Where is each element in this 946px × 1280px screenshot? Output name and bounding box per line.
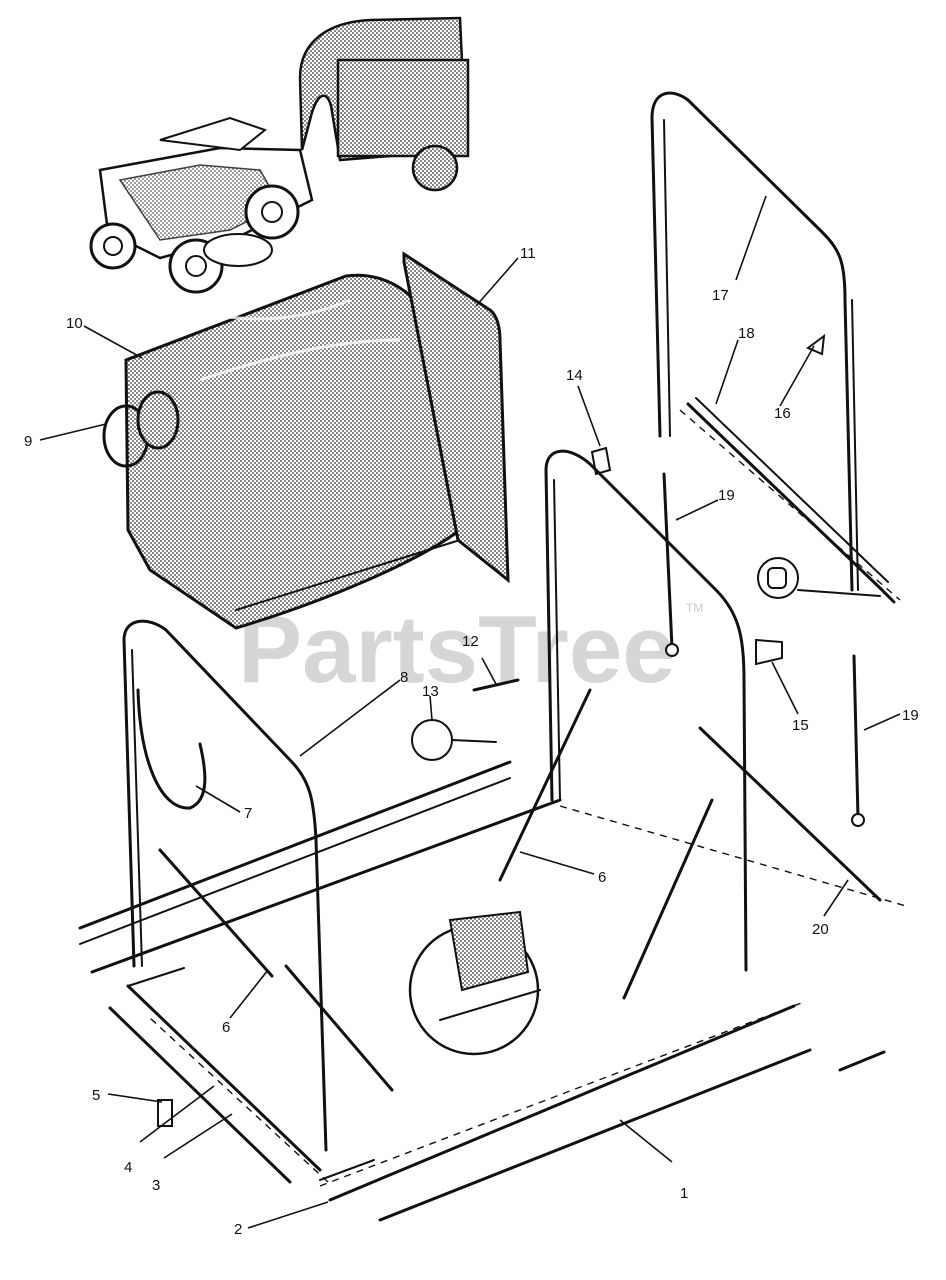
knob-13 <box>411 719 497 761</box>
front-rail <box>319 1004 886 1222</box>
bracket-14 <box>590 446 612 476</box>
callout-3: 3 <box>152 1177 160 1194</box>
callout-18: 18 <box>738 325 755 342</box>
callout-7: 7 <box>244 805 252 822</box>
side-rail-left <box>78 760 562 974</box>
bag-frame <box>402 251 510 584</box>
leader-lines <box>39 195 901 1229</box>
bolt-12 <box>472 678 520 692</box>
rod-left <box>662 472 679 657</box>
callout-1: 1 <box>680 1185 688 1202</box>
callout-10: 10 <box>66 315 83 332</box>
callout-9: 9 <box>24 433 32 450</box>
brace-c <box>498 688 592 882</box>
rod-right <box>851 654 865 827</box>
callout-12: 12 <box>462 633 479 650</box>
base-rail-left <box>108 967 322 1184</box>
tractor-illustration <box>89 16 470 294</box>
callout-15: 15 <box>792 717 809 734</box>
brace-d <box>622 798 714 1000</box>
callout-4: 4 <box>124 1159 132 1176</box>
callout-8: 8 <box>400 669 408 686</box>
callout-13: 13 <box>422 683 439 700</box>
callout-17: 17 <box>712 287 729 304</box>
bag-assembly <box>124 273 462 630</box>
middle-frame <box>544 449 748 972</box>
watermark-text: PartsTree <box>238 596 676 703</box>
callout-19b: 19 <box>902 707 919 724</box>
watermark-trademark: TM <box>686 601 703 615</box>
spacer-part <box>757 333 881 599</box>
rear-bar <box>686 397 896 604</box>
callout-20: 20 <box>812 921 829 938</box>
callout-14: 14 <box>566 367 583 384</box>
callout-5: 5 <box>92 1087 100 1104</box>
callout-6b: 6 <box>598 869 606 886</box>
watermark: PartsTree TM <box>238 596 703 703</box>
clamp-part <box>102 390 180 468</box>
callouts: 1 2 3 4 5 6 6 7 8 9 10 11 12 13 14 15 16… <box>24 245 919 1238</box>
brace-b <box>284 964 394 1092</box>
callout-16: 16 <box>774 405 791 422</box>
front-frame <box>122 619 328 1152</box>
rear-rod-20 <box>698 726 882 902</box>
detail-inset <box>408 910 541 1056</box>
callout-19a: 19 <box>718 487 735 504</box>
rear-frame-upper <box>650 91 859 592</box>
bracket-15 <box>755 638 783 666</box>
brace-a <box>158 848 274 978</box>
strap-part <box>136 688 207 810</box>
callout-11: 11 <box>520 245 536 262</box>
assembly-guides <box>149 409 907 1187</box>
callout-6a: 6 <box>222 1019 230 1036</box>
callout-2: 2 <box>234 1221 242 1238</box>
